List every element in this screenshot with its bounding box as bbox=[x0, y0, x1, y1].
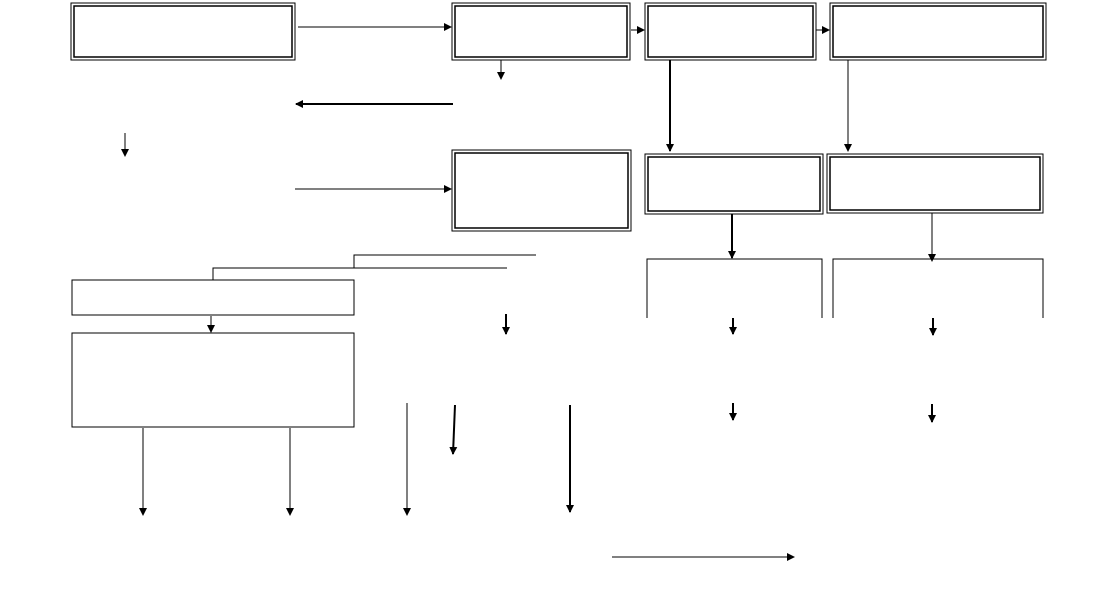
box-left-narrow bbox=[71, 279, 355, 316]
box-top-right-1 bbox=[644, 2, 817, 61]
box-top-right-2 bbox=[829, 2, 1047, 61]
bracket-upper bbox=[353, 254, 536, 268]
box-mid-center bbox=[451, 149, 632, 232]
arrow-standalone-2 bbox=[449, 404, 458, 455]
bracket-lower bbox=[212, 267, 507, 280]
box-top-mid bbox=[451, 2, 631, 61]
box-mid-right-1 bbox=[644, 153, 824, 215]
box-open-right-1 bbox=[646, 258, 823, 318]
box-mid-right-2 bbox=[826, 153, 1044, 214]
box-left-large bbox=[71, 332, 355, 428]
connectors bbox=[121, 23, 937, 561]
box-open-right-2 bbox=[832, 258, 1044, 318]
box-top-left bbox=[70, 2, 296, 61]
